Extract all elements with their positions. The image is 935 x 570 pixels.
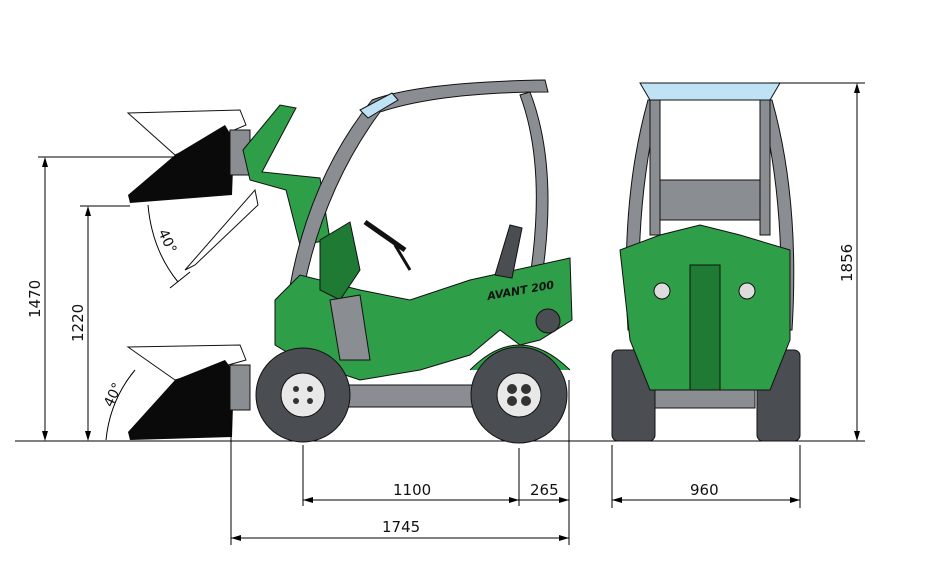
rear-wheel bbox=[255, 347, 351, 443]
dimension-label-960: 960 bbox=[690, 481, 719, 499]
bucket-angle-bottom: 40° bbox=[101, 380, 126, 409]
dimension-label-1470: 1470 bbox=[26, 280, 44, 318]
front-view-loader bbox=[611, 82, 801, 442]
dimension-label-265: 265 bbox=[530, 481, 559, 499]
dimension-label-1856: 1856 bbox=[838, 244, 856, 282]
dimension-label-1745: 1745 bbox=[382, 518, 420, 536]
side-view-loader: AVANT 200 bbox=[126, 79, 573, 444]
dimension-label-1220: 1220 bbox=[69, 304, 87, 342]
dimension-label-1100: 1100 bbox=[393, 481, 431, 499]
front-wheel bbox=[470, 346, 568, 444]
bucket-angle-top: 40° bbox=[154, 227, 179, 256]
